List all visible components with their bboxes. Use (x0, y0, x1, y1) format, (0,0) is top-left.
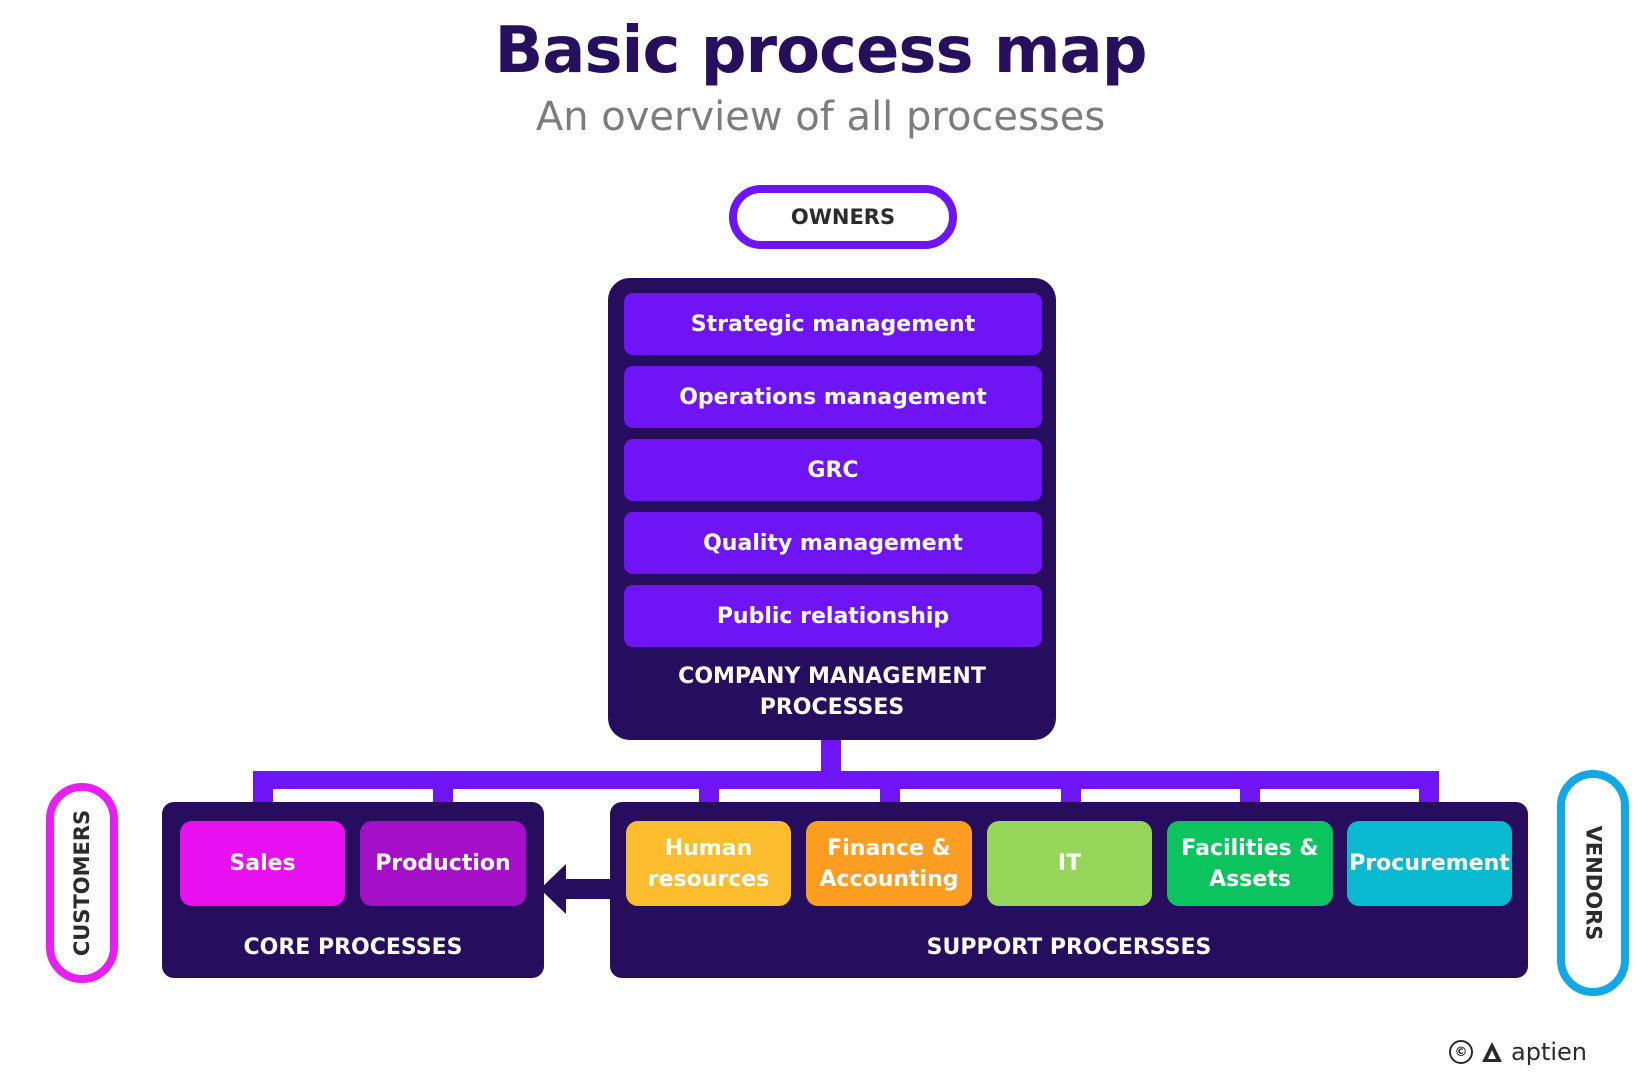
mgmt-item-public-relationship: Public relationship (624, 585, 1042, 647)
process-label-line2: resources (647, 866, 770, 892)
process-box-finance-accounting: Finance & Accounting (806, 821, 972, 906)
owners-label: OWNERS (790, 205, 896, 229)
copyright-icon: © (1449, 1040, 1473, 1064)
process-box-sales: Sales (180, 821, 345, 906)
company-management-panel (608, 278, 1056, 740)
connector-stem (821, 740, 841, 774)
arrow-shape (540, 864, 614, 914)
vendors-label: VENDORS (1581, 825, 1606, 941)
process-box-production: Production (360, 821, 526, 906)
page-subtitle: An overview of all processes (535, 94, 1106, 140)
company-management-caption-line1: COMPANY MANAGEMENT (678, 664, 986, 689)
process-label: Procurement (1349, 851, 1510, 876)
arrow-left-icon (540, 864, 614, 914)
process-label: IT (1057, 851, 1082, 876)
aptien-logo-icon (1482, 1042, 1502, 1062)
mgmt-item-strategic: Strategic management (624, 293, 1042, 355)
connector-bus (253, 771, 1439, 789)
customers-pill: CUSTOMERS (46, 783, 118, 983)
process-label-line1: Facilities & (1181, 835, 1319, 861)
brand-name: aptien (1511, 1038, 1587, 1066)
process-box-it: IT (987, 821, 1152, 906)
process-box-facilities-assets: Facilities & Assets (1167, 821, 1333, 906)
mgmt-item-operations: Operations management (624, 366, 1042, 428)
process-label-line1: Human (664, 835, 753, 861)
process-label: Production (375, 851, 511, 876)
company-management-caption: COMPANY MANAGEMENT PROCESSES (608, 661, 1056, 723)
support-processes-caption: SUPPORT PROCERSSES (926, 935, 1212, 960)
customers-label: CUSTOMERS (70, 809, 94, 957)
mgmt-item-quality: Quality management (624, 512, 1042, 574)
core-processes-caption: CORE PROCESSES (243, 935, 463, 960)
company-management-caption-line2: PROCESSES (759, 695, 905, 720)
process-label-line1: Finance & (827, 835, 951, 861)
process-box-human-resources: Human resources (626, 821, 791, 906)
mgmt-item-grc: GRC (624, 439, 1042, 501)
process-box-procurement: Procurement (1347, 821, 1512, 906)
vendors-pill: VENDORS (1557, 770, 1629, 996)
process-label-line2: Assets (1209, 866, 1291, 892)
process-label: Sales (229, 851, 296, 876)
process-label-line2: Accounting (819, 866, 959, 892)
owners-pill: OWNERS (729, 185, 957, 249)
page-title: Basic process map (494, 14, 1147, 88)
copyright-footer: © aptien (1449, 1038, 1587, 1066)
